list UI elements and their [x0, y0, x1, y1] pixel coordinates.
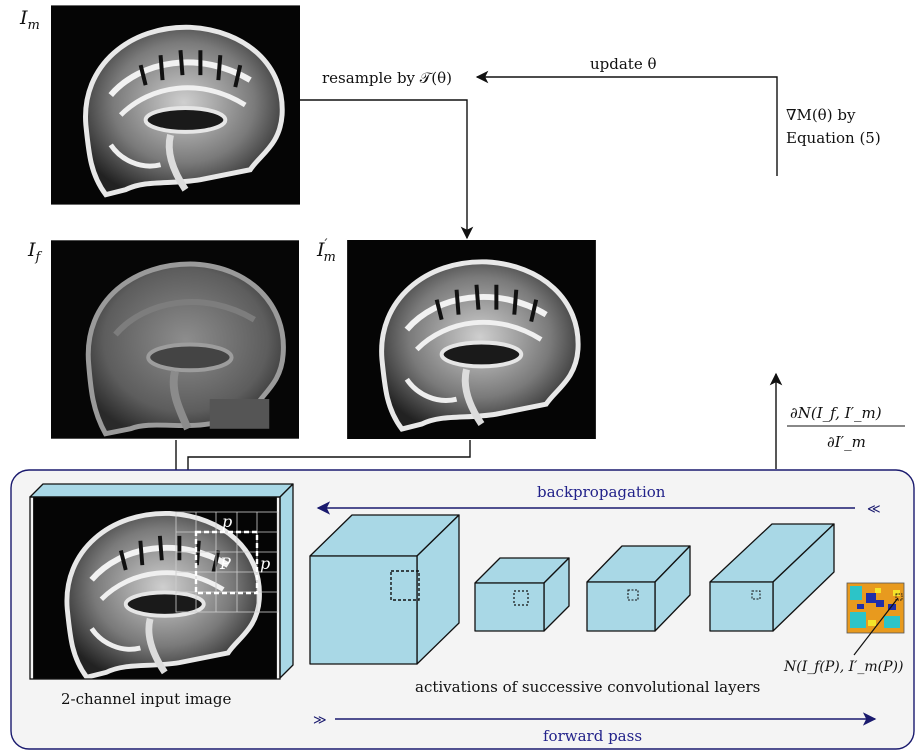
conv-layer-4: [709, 523, 835, 632]
output-label: N(I_f(P), I′_m(P)): [783, 659, 903, 675]
patch-small-p-right: p: [260, 554, 270, 573]
input-block: p P p 2-channel input image: [29, 483, 294, 708]
derivative-denominator: ∂I′_m: [827, 433, 866, 451]
layers-caption: activations of successive convolutional …: [415, 678, 760, 696]
receptive-field-2: [513, 590, 529, 606]
moving-image: [51, 5, 300, 204]
output-pixel: [895, 593, 903, 601]
resample-flow: resample by 𝒯(θ): [300, 69, 474, 240]
moving-image-group: Im: [19, 5, 300, 204]
backprop-label: backpropagation: [537, 483, 666, 501]
update-arrow: [475, 70, 778, 176]
patch-small-p-top: p: [222, 512, 232, 531]
update-label: update θ: [590, 55, 657, 73]
large-patch-outline: [194, 530, 259, 595]
conv-layer-3: [586, 545, 691, 632]
input-image: [33, 492, 277, 687]
resampled-image-group: I′m: [316, 237, 596, 439]
resampled-image: [347, 240, 596, 439]
fixed-image-label: If: [27, 239, 43, 265]
resample-label: resample by 𝒯(θ): [322, 69, 452, 87]
fixed-image-group: If: [27, 239, 299, 439]
receptive-field-3: [627, 589, 639, 601]
receptive-field-1: [390, 570, 420, 601]
resample-arrow: [300, 99, 474, 240]
forward-group: ≫ forward pass: [313, 712, 877, 745]
forward-tail-icon: ≫: [313, 713, 327, 728]
gradient-label-line2: Equation (5): [786, 129, 881, 147]
input-top-face: [29, 483, 294, 498]
patch-large-P: P: [219, 554, 231, 573]
derivative-numerator: ∂N(I_f, I′_m): [790, 404, 882, 422]
input-side-face: [279, 483, 294, 679]
update-flow: update θ ∇M(θ) by Equation (5): [475, 55, 881, 176]
input-caption: 2-channel input image: [61, 690, 231, 708]
backprop-tail-icon: ≪: [867, 502, 881, 517]
receptive-field-4: [751, 590, 761, 600]
resampled-image-label: I′m: [316, 237, 336, 265]
conv-layer-2: [474, 557, 570, 632]
backprop-group: ≪ backpropagation: [316, 483, 881, 517]
moving-image-label: Im: [19, 7, 40, 33]
conv-layer-1: [309, 514, 460, 665]
fixed-image: [51, 240, 299, 438]
derivative-flow: ∂N(I_f, I′_m) ∂I′_m: [769, 372, 905, 469]
forward-label: forward pass: [543, 727, 642, 745]
gradient-label-line1: ∇M(θ) by: [786, 106, 856, 124]
output-pointer: [853, 597, 899, 656]
output-map: [846, 582, 905, 634]
